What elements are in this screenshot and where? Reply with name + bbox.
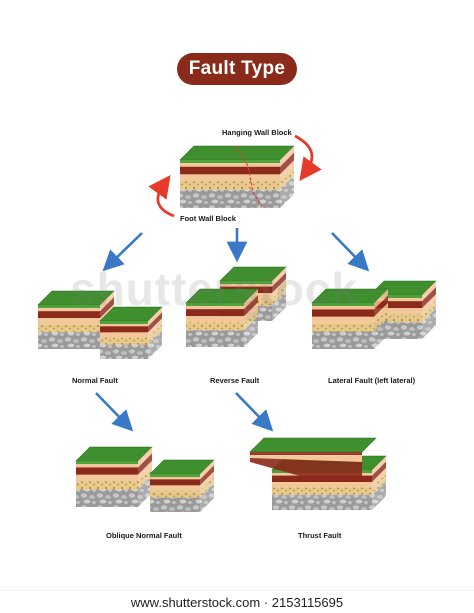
label-foot-wall: Foot Wall Block [180, 214, 236, 223]
fault-line [235, 145, 263, 208]
curved-arrow-red-icon-hanging [294, 134, 322, 182]
reverse-fault-lower-block [185, 288, 259, 347]
label-oblique-normal-fault: Oblique Normal Fault [106, 531, 182, 540]
curved-arrow-red-icon-foot [148, 174, 175, 218]
label-lateral-fault: Lateral Fault (left lateral) [328, 376, 416, 385]
main-fault-block [179, 145, 295, 208]
thrust-fault-upper-slab-top [249, 437, 377, 453]
arrow-down-blue-icon-left [102, 232, 143, 272]
lateral-fault-front-block [311, 288, 389, 349]
arrow-down-blue-icon-reverse [235, 392, 274, 432]
oblique-fault-right-block [149, 459, 215, 512]
label-thrust-fault: Thrust Fault [298, 531, 342, 540]
normal-fault-right-block [99, 306, 163, 359]
label-normal-fault: Normal Fault [72, 376, 118, 385]
arrow-down-blue-icon-right [331, 232, 370, 272]
label-hanging-wall: Hanging Wall Block [222, 128, 292, 137]
page-title: Fault Type [177, 53, 297, 85]
footer-bar: www.shutterstock.com · 2153115695 [0, 590, 474, 613]
arrow-down-blue-icon-normal [95, 392, 134, 432]
label-reverse-fault: Reverse Fault [210, 376, 260, 385]
oblique-fault-left-block [75, 446, 153, 507]
thrust-fault-upper-slab-band [250, 455, 362, 462]
